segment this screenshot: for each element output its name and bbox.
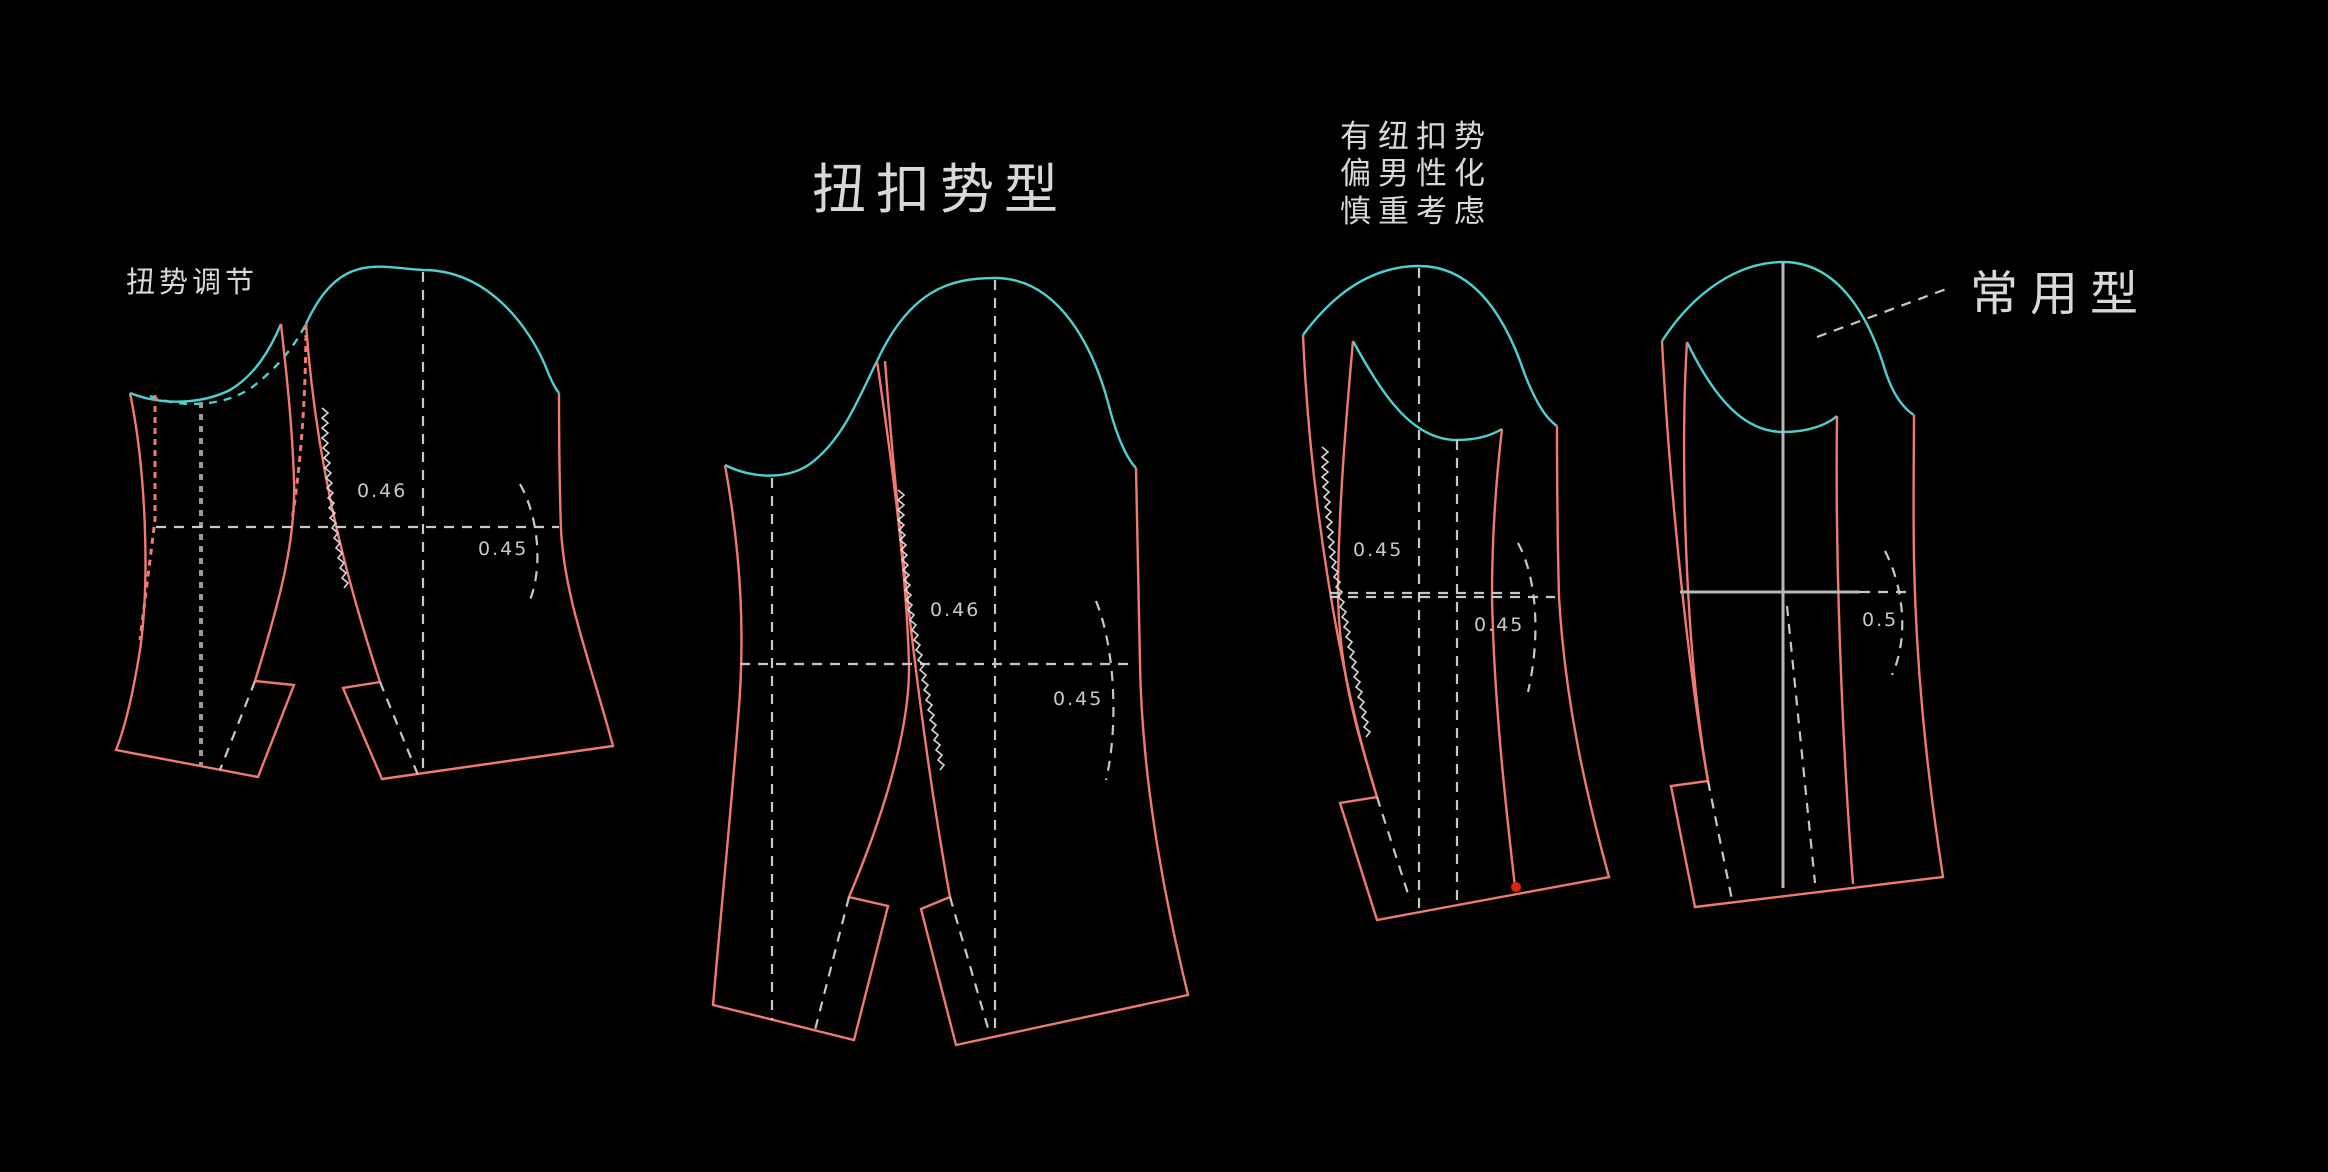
vent-guide bbox=[378, 681, 420, 776]
measure-lower: 0.45 bbox=[478, 538, 528, 560]
vent-guide bbox=[813, 896, 851, 1031]
leader-line bbox=[1816, 286, 1950, 339]
twist-arc bbox=[519, 483, 539, 601]
sleeve-pattern-2: 0.46 0.45 bbox=[711, 276, 1190, 1047]
vent-guide bbox=[218, 680, 257, 771]
sleeve-cap-curve bbox=[875, 276, 1137, 469]
measure-upper: 0.45 bbox=[1353, 539, 1403, 561]
measure-upper: 0.46 bbox=[357, 480, 407, 502]
under-sleeve-outline bbox=[114, 323, 296, 779]
marker-point bbox=[1511, 882, 1521, 892]
outer-outline bbox=[1301, 334, 1611, 922]
upper-seam-dashed bbox=[290, 323, 308, 521]
vent-guide bbox=[948, 896, 992, 1036]
under-right-seam bbox=[1835, 415, 1855, 885]
under-left-seam bbox=[1682, 341, 1710, 782]
under-sleeve-seam-dashed bbox=[138, 395, 157, 641]
label-common-type: 常用型 bbox=[1970, 266, 2150, 322]
vent-guide bbox=[1706, 780, 1734, 901]
twist-arc bbox=[1884, 550, 1904, 676]
vent-guide bbox=[1375, 796, 1412, 901]
note-line-2: 偏男性化 bbox=[1340, 156, 1492, 192]
under-sleeve-curve bbox=[724, 360, 879, 477]
ease-zigzag bbox=[1320, 446, 1372, 738]
under-sleeve-curve bbox=[1351, 340, 1503, 442]
sleeve-pattern-4: 0.5 bbox=[1660, 260, 1950, 909]
sleeve-pattern-1: 0.46 0.45 bbox=[114, 265, 615, 781]
twist-arc bbox=[1517, 542, 1537, 693]
sleeve-cap-curve bbox=[1660, 260, 1915, 417]
note-line-3: 慎重考虑 bbox=[1340, 194, 1492, 230]
ease-zigzag bbox=[896, 489, 946, 771]
upper-sleeve-outline bbox=[304, 323, 615, 781]
measure-lower: 0.45 bbox=[1053, 688, 1103, 710]
sleeve-cap-curve bbox=[304, 265, 560, 394]
under-left-seam bbox=[1336, 340, 1379, 798]
measure-lower: 0.45 bbox=[1474, 614, 1524, 636]
note-line-1: 有纽扣势 bbox=[1340, 119, 1492, 155]
sleeve-cap-curve bbox=[1302, 264, 1558, 427]
under-right-seam bbox=[1490, 428, 1517, 888]
measure-lower: 0.5 bbox=[1862, 609, 1898, 631]
measure-upper: 0.46 bbox=[930, 599, 980, 621]
outer-outline bbox=[1660, 340, 1945, 909]
under-grain-line bbox=[1785, 605, 1817, 884]
sleeve-pattern-3: 0.45 0.45 bbox=[1301, 264, 1611, 922]
ease-zigzag bbox=[320, 407, 350, 589]
alt-under-curve bbox=[149, 323, 308, 406]
under-sleeve-curve bbox=[1685, 341, 1838, 434]
label-twist-adjust: 扭势调节 bbox=[126, 265, 258, 299]
twist-arc bbox=[1094, 600, 1115, 781]
under-sleeve-curve bbox=[129, 323, 283, 403]
title-twist-button-type: 扭扣势型 bbox=[812, 158, 1068, 221]
